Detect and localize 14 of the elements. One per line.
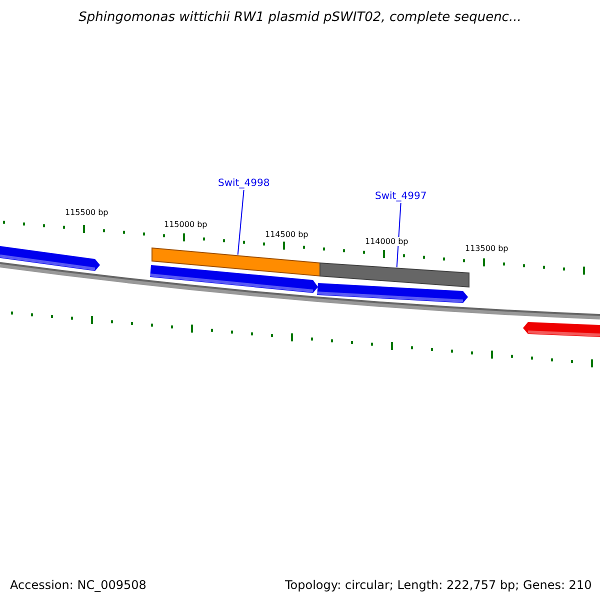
leader-line	[396, 202, 402, 268]
gene-label: Swit_4998	[218, 178, 270, 189]
position-label: 114500 bp	[265, 230, 308, 239]
leader-line	[237, 190, 244, 256]
position-label: 115500 bp	[65, 208, 108, 217]
position-label: 114000 bp	[365, 237, 408, 246]
gene-bar	[320, 262, 470, 288]
gene-bar	[152, 247, 320, 277]
summary-text: Topology: circular; Length: 222,757 bp; Genes: 210	[285, 578, 592, 592]
position-label: 115000 bp	[164, 220, 208, 229]
title: Sphingomonas wittichii RW1 plasmid pSWIT02, complete sequenc...	[78, 10, 522, 25]
position-label: 113500 bp	[465, 244, 508, 253]
gene-label: Swit_4997	[375, 191, 427, 202]
accession-text: Accession: NC_009508	[10, 578, 146, 592]
